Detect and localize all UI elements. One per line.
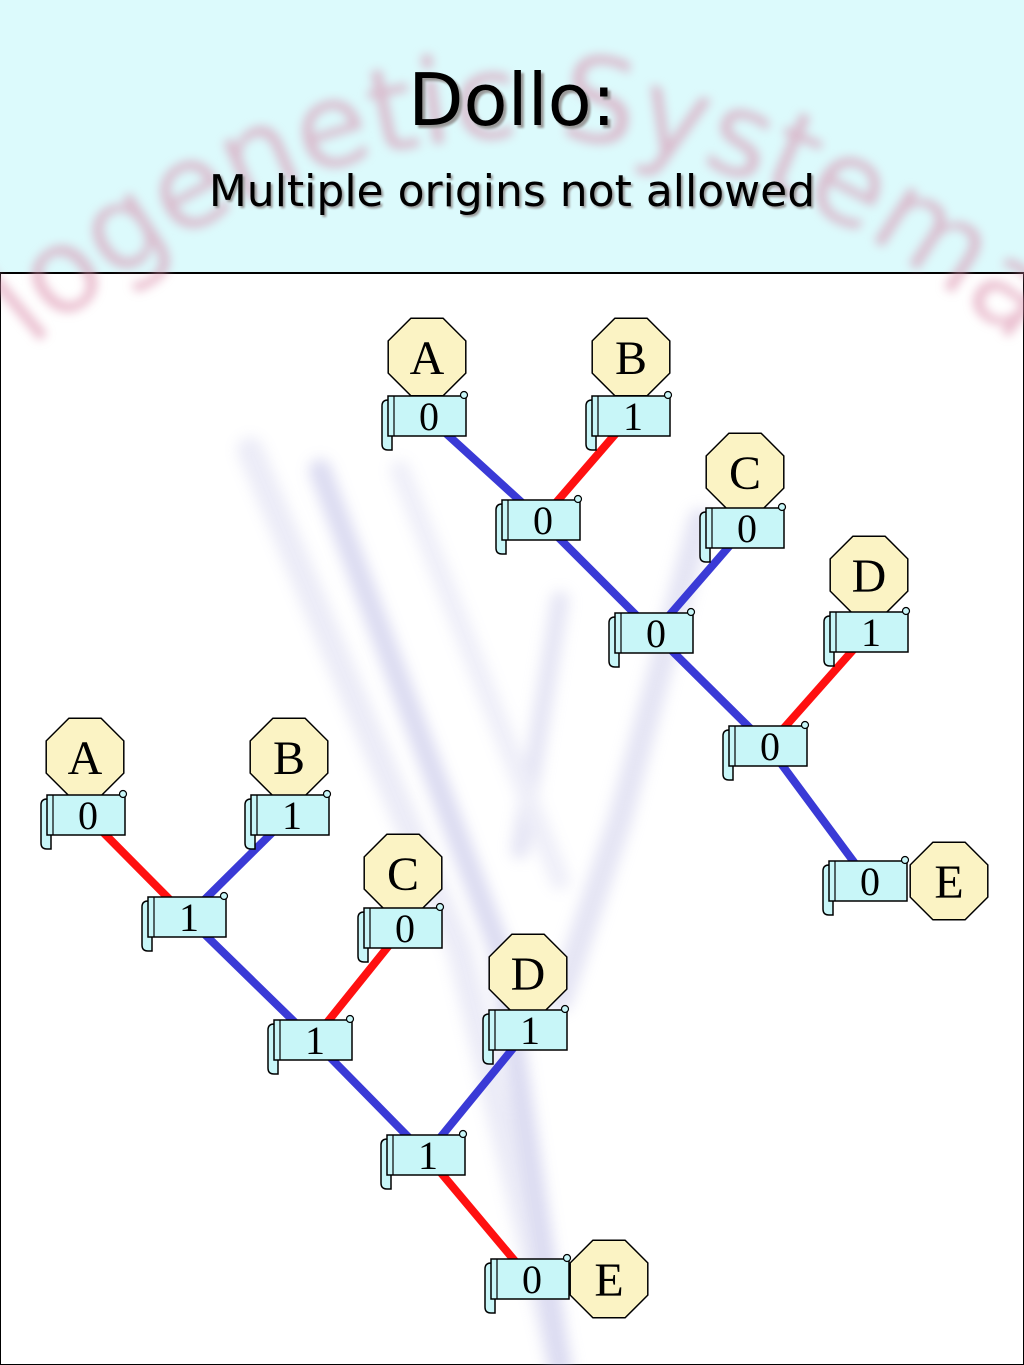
taxon-label: D: [511, 948, 546, 1001]
state-value: 1: [179, 895, 199, 940]
branch-blue: [422, 1027, 532, 1158]
taxon-label: A: [410, 332, 445, 385]
taxon-C: C: [363, 833, 443, 913]
taxon-state-C: 0: [699, 502, 787, 563]
taxon-label: A: [68, 732, 103, 785]
taxon-label: E: [934, 856, 963, 909]
taxon-label: C: [387, 848, 419, 901]
internal-node-state: 1: [141, 891, 229, 952]
state-value: 1: [861, 610, 881, 655]
taxon-state-E: 0: [822, 855, 910, 916]
state-value: 0: [78, 793, 98, 838]
internal-node-state: 0: [608, 607, 696, 668]
taxon-label: D: [852, 550, 887, 603]
taxon-label: B: [615, 332, 647, 385]
state-value: 1: [305, 1018, 325, 1063]
taxon-C: C: [705, 432, 785, 512]
taxon-state-E: 0: [484, 1253, 572, 1314]
state-value: 1: [282, 793, 302, 838]
taxon-state-B: 1: [244, 789, 332, 850]
internal-node-state: 1: [380, 1129, 468, 1190]
taxon-label: B: [273, 732, 305, 785]
state-value: 1: [418, 1133, 438, 1178]
title-banner: [0, 0, 1024, 274]
state-value: 1: [520, 1008, 540, 1053]
taxon-label: E: [594, 1254, 623, 1307]
branch-blue: [764, 743, 872, 884]
state-value: 0: [522, 1257, 542, 1302]
state-value: 0: [419, 394, 439, 439]
taxon-state-A: 0: [40, 789, 128, 850]
state-value: 0: [646, 611, 666, 656]
state-value: 0: [760, 724, 780, 769]
taxon-B: B: [591, 317, 671, 397]
taxon-state-C: 0: [357, 902, 445, 963]
taxon-B: B: [249, 717, 329, 797]
taxon-A: A: [45, 717, 125, 797]
taxon-state-A: 0: [381, 390, 469, 451]
page-subtitle: Multiple origins not allowed: [208, 166, 816, 217]
state-value: 0: [737, 506, 757, 551]
internal-node-state: 1: [267, 1014, 355, 1075]
state-value: 0: [860, 859, 880, 904]
taxon-D: D: [829, 535, 909, 615]
taxon-state-D: 1: [823, 606, 911, 667]
internal-node-state: 0: [495, 494, 583, 555]
page-title: Dollo:: [408, 58, 616, 142]
state-value: 1: [623, 394, 643, 439]
taxon-label: C: [729, 447, 761, 500]
taxon-A: A: [387, 317, 467, 397]
taxon-D: D: [488, 933, 568, 1013]
taxon-state-D: 1: [482, 1004, 570, 1065]
internal-node-state: 0: [722, 720, 810, 781]
taxon-E: E: [909, 841, 989, 921]
state-value: 0: [533, 498, 553, 543]
taxon-state-B: 1: [585, 390, 673, 451]
state-value: 0: [395, 906, 415, 951]
taxon-E: E: [569, 1239, 649, 1319]
